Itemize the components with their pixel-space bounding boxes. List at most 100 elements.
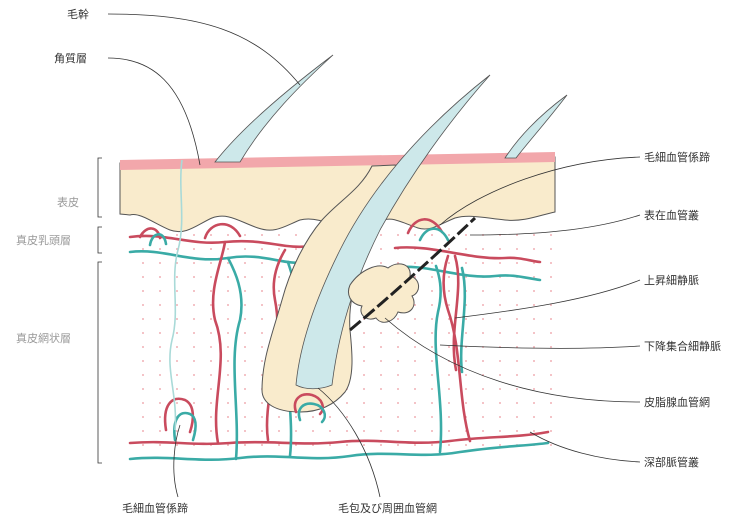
dermis-dot	[380, 262, 382, 264]
dermis-dot	[448, 248, 450, 250]
hair-shaft-right	[505, 95, 567, 158]
dermis-dot	[312, 416, 314, 418]
dermis-dot	[210, 234, 212, 236]
capillary-loop-top-3-vein	[420, 229, 448, 240]
dermis-dot	[159, 444, 161, 446]
dermis-dot	[550, 402, 552, 404]
dermis-dot	[159, 430, 161, 432]
dermis-dot	[465, 402, 467, 404]
dermis-dot	[176, 332, 178, 334]
dermis-dot	[295, 234, 297, 236]
dermis-dot	[193, 402, 195, 404]
dermis-dot	[210, 388, 212, 390]
dermis-dot	[142, 262, 144, 264]
dermis-dot	[278, 416, 280, 418]
dermis-dot	[431, 360, 433, 362]
dermis-dot	[499, 290, 501, 292]
dermis-dot	[193, 248, 195, 250]
dermis-dot	[516, 430, 518, 432]
dermis-dot	[397, 346, 399, 348]
dermis-dot	[142, 360, 144, 362]
dermis-dot	[244, 318, 246, 320]
dermis-dot	[482, 290, 484, 292]
dermis-dot	[431, 304, 433, 306]
dermis-dot	[380, 416, 382, 418]
dermis-dot	[516, 304, 518, 306]
dermis-dot	[448, 290, 450, 292]
dermis-dot	[431, 262, 433, 264]
dermis-dot	[159, 290, 161, 292]
bracket-papillary	[98, 227, 102, 253]
dermis-dot	[142, 402, 144, 404]
dermis-dot	[380, 332, 382, 334]
dermis-dot	[244, 276, 246, 278]
dermis-dot	[193, 388, 195, 390]
dermis-dot	[227, 304, 229, 306]
dermis-dot	[159, 332, 161, 334]
dermis-dot	[142, 248, 144, 250]
dermis-dot	[431, 332, 433, 334]
dermis-dot	[397, 374, 399, 376]
descending-vein-1	[228, 258, 241, 459]
dermis-dot	[329, 416, 331, 418]
dermis-dot	[159, 346, 161, 348]
dermis-dot	[363, 402, 365, 404]
dermis-dot	[176, 360, 178, 362]
dermis-dot	[380, 388, 382, 390]
dermis-dot	[210, 262, 212, 264]
dermis-dot	[227, 234, 229, 236]
dermis-dot	[414, 402, 416, 404]
dermis-dot	[278, 290, 280, 292]
dermis-dot	[533, 234, 535, 236]
dermis-dot	[346, 430, 348, 432]
dermis-dot	[414, 332, 416, 334]
dermis-dot	[499, 360, 501, 362]
dermis-dot	[465, 444, 467, 446]
dermis-dot	[193, 318, 195, 320]
dermis-dot	[465, 332, 467, 334]
dermis-dot	[227, 290, 229, 292]
dermis-dot	[363, 430, 365, 432]
dermis-dot	[482, 318, 484, 320]
dermis-dot	[193, 290, 195, 292]
dermis-dot	[533, 304, 535, 306]
dermis-dot	[159, 304, 161, 306]
dermis-dot	[142, 374, 144, 376]
dermis-dot	[176, 304, 178, 306]
dermis-dot	[261, 332, 263, 334]
dermis-dot	[244, 402, 246, 404]
dermis-dot	[159, 262, 161, 264]
dermis-dot	[142, 318, 144, 320]
dermis-dot	[176, 276, 178, 278]
dermis-dot	[227, 430, 229, 432]
dermis-dot	[516, 248, 518, 250]
dermis-dot	[448, 332, 450, 334]
dermis-dot	[244, 290, 246, 292]
dermis-dot	[431, 402, 433, 404]
dermis-dot	[516, 388, 518, 390]
dermis-dot	[550, 388, 552, 390]
dermis-dot	[210, 304, 212, 306]
label-sebaceous-plexus: 皮脂腺血管網	[644, 395, 710, 409]
dermis-dot	[516, 262, 518, 264]
dermis-dot	[363, 444, 365, 446]
dermis-dot	[380, 234, 382, 236]
descending-vein-3	[436, 266, 441, 452]
dermis-dot	[465, 318, 467, 320]
dermis-dot	[516, 290, 518, 292]
dermis-dot	[261, 318, 263, 320]
dermis-dot	[499, 332, 501, 334]
dermis-dot	[414, 416, 416, 418]
dermis-dot	[533, 360, 535, 362]
dermis-dot	[142, 332, 144, 334]
label-papillary-dermis: 真皮乳頭層	[16, 233, 71, 247]
dermis-dot	[397, 444, 399, 446]
dermis-dot	[227, 248, 229, 250]
dermis-dot	[244, 444, 246, 446]
dermis-dot	[159, 402, 161, 404]
dermis-dot	[244, 416, 246, 418]
dermis-dot	[227, 332, 229, 334]
dermis-dot	[397, 388, 399, 390]
dermis-dot	[227, 262, 229, 264]
